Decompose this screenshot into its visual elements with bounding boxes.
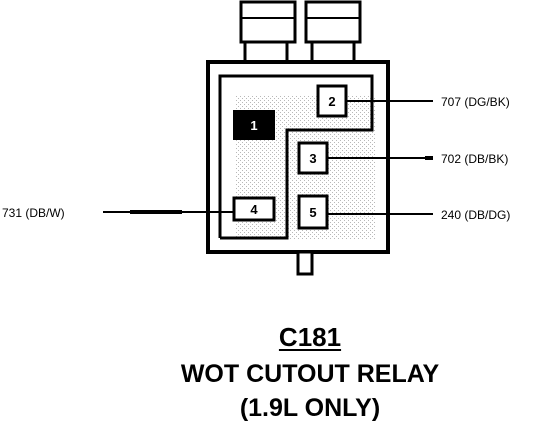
bottom-tab (296, 250, 314, 276)
pin-4-label: 4 (250, 202, 258, 217)
engine-note: (1.9L ONLY) (239, 394, 381, 422)
pin-2-label: 2 (328, 94, 335, 109)
inner-outline (218, 74, 374, 240)
pin-2: 2 (316, 84, 348, 118)
wire-702-end-mark (425, 156, 433, 160)
wire-label-731: 731 (DB/W) (2, 206, 65, 220)
right-terminal (304, 0, 362, 66)
wire-label-707: 707 (DG/BK) (441, 95, 510, 109)
pin-4: 4 (232, 196, 276, 222)
pin-1-label: 1 (250, 118, 257, 133)
pin-3-label: 3 (309, 151, 316, 166)
connector-diagram: 1 2 3 4 5 707 (DG/BK) 702 (DB/BK) 240 (D… (2, 0, 510, 276)
pin-3: 3 (297, 141, 329, 175)
pin-5: 5 (297, 194, 329, 230)
pin-5-label: 5 (309, 205, 316, 220)
wire-label-702: 702 (DB/BK) (441, 152, 508, 166)
pin-1: 1 (233, 110, 275, 140)
connector-id: C181 (278, 322, 342, 352)
component-name: WOT CUTOUT RELAY (180, 360, 440, 388)
wire-label-240: 240 (DB/DG) (441, 208, 510, 222)
left-terminal (239, 0, 297, 66)
